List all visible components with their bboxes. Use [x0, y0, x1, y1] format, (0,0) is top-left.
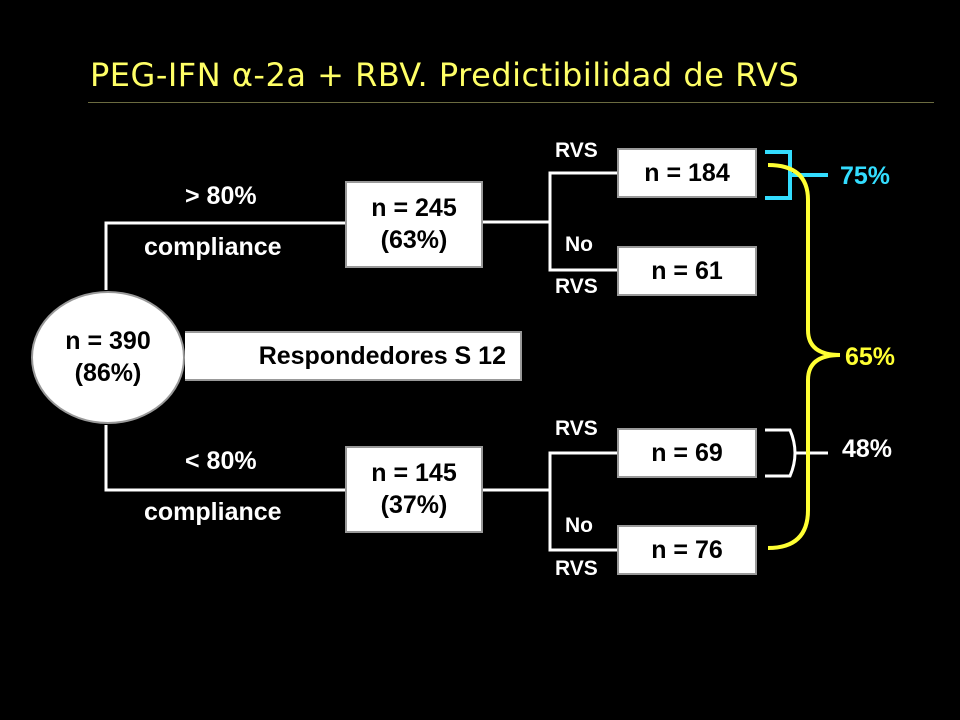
- upper-node-count: n = 245: [371, 194, 457, 223]
- upper-no-label: No: [565, 233, 593, 256]
- responders-box: Respondedores S 12: [185, 331, 522, 381]
- upper-no-rvs-label: RVS: [555, 275, 598, 298]
- lower-node-count: n = 145: [371, 459, 457, 488]
- leaf-lower-no-rvs-count: n = 76: [651, 535, 723, 564]
- result-lower: 48%: [842, 435, 893, 463]
- lower-no-rvs-label: RVS: [555, 557, 598, 580]
- title-suffix: -2a + RBV. Predictibilidad de RVS: [253, 56, 800, 94]
- leaf-lower-rvs: n = 69: [617, 428, 757, 478]
- upper-connector: [104, 221, 345, 290]
- lower-rvs-label: RVS: [555, 417, 598, 440]
- leaf-upper-no-rvs: n = 61: [617, 246, 757, 296]
- yellow-brace: [767, 163, 841, 550]
- root-percent: (86%): [74, 358, 142, 387]
- lower-node-percent: (37%): [380, 490, 448, 519]
- root-node: n = 390 (86%): [31, 291, 185, 424]
- lower-split-bracket: [548, 451, 617, 552]
- root-count: n = 390: [65, 327, 151, 356]
- lower-connector: [104, 425, 345, 492]
- responders-label: Respondedores S 12: [258, 341, 506, 370]
- upper-split-bracket: [548, 171, 617, 272]
- upper-rvs-label: RVS: [555, 139, 598, 162]
- result-overall: 65%: [845, 343, 896, 371]
- lower-percent-label: < 80%: [185, 447, 257, 475]
- lower-no-label: No: [565, 514, 593, 537]
- leaf-upper-rvs: n = 184: [617, 148, 757, 198]
- leaf-upper-rvs-count: n = 184: [644, 158, 730, 187]
- leaf-upper-no-rvs-count: n = 61: [651, 256, 723, 285]
- leaf-lower-rvs-count: n = 69: [651, 438, 723, 467]
- lower-node: n = 145 (37%): [345, 446, 483, 533]
- title-prefix: PEG-IFN: [90, 56, 232, 94]
- alpha-symbol: α: [231, 56, 254, 94]
- upper-node: n = 245 (63%): [345, 181, 483, 268]
- upper-compliance-label: compliance: [144, 233, 282, 261]
- lower-compliance-label: compliance: [144, 498, 282, 526]
- leaf-lower-no-rvs: n = 76: [617, 525, 757, 575]
- white-bracket: [765, 428, 828, 478]
- slide-title: PEG-IFN α-2a + RBV. Predictibilidad de R…: [90, 56, 799, 94]
- upper-node-percent: (63%): [380, 225, 448, 254]
- result-upper: 75%: [840, 162, 891, 190]
- title-underline: [88, 102, 934, 103]
- upper-percent-label: > 80%: [185, 182, 257, 210]
